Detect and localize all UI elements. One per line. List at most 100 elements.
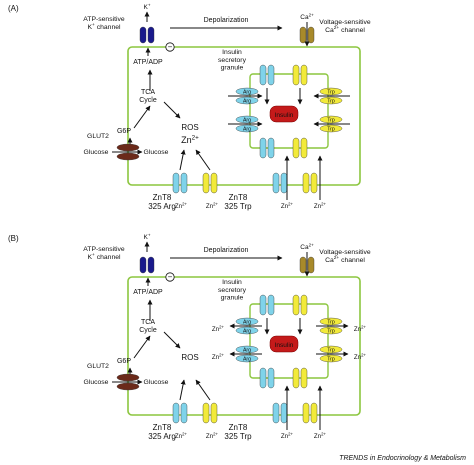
granule-arg-side-1 [235, 87, 259, 105]
atp-adp-label: ATP/ADP [133, 59, 163, 66]
znt8-trp-right-subunit-right [310, 172, 318, 194]
granule-arg-side-1-bottom [235, 326, 259, 335]
znt8-arg-subunit-right [180, 402, 188, 424]
znt8-arg-right-subunit-right [280, 402, 288, 424]
arg-label-2a: Arg [243, 118, 251, 124]
granule-arg-side-2-top [235, 115, 259, 124]
ros-label: ROS [181, 353, 198, 362]
ca-channel-subunit-left [299, 256, 307, 274]
glut2-subunit-top [116, 143, 140, 152]
znt8-arg-transporter-right [272, 402, 288, 424]
glut2-subunit-bottom [116, 152, 140, 161]
trp-label-1a: Trp [327, 320, 335, 326]
znt8-trp-to-zn-arrow [195, 149, 211, 171]
granule-arg-top-left [259, 64, 267, 86]
g6p-to-tca-arrow [133, 105, 151, 129]
granule-arg-bottom-right [267, 367, 275, 389]
znt8-trp-subunit-left [202, 172, 210, 194]
panel-label: (B) [8, 234, 19, 243]
zn-small-label-right-arg: Zn2+ [281, 202, 294, 210]
granule-arg-top-right [267, 294, 275, 316]
granule-trp-bottom-right [300, 367, 308, 389]
granule-arg-side-1-bottom [235, 96, 259, 105]
glucose-inside-label: Glucose [144, 379, 169, 386]
granule-trp-side-1 [319, 317, 343, 335]
trp-label-2a: Trp [327, 348, 335, 354]
trp-label-1b: Trp [327, 329, 335, 335]
k-channel-subunit-left [139, 26, 147, 44]
depolarization-label: Depolarization [204, 17, 249, 24]
zn-left-label-2: Zn2+ [212, 353, 225, 361]
granule-arg-top-right [267, 64, 275, 86]
zn-small-label-right-trp: Zn2+ [314, 202, 327, 210]
granule-arg-side-1-top [235, 317, 259, 326]
insulin-core [269, 105, 299, 123]
granule-trp-side-2-top [319, 345, 343, 354]
tca-to-ros-arrow [163, 101, 181, 119]
granule-arg-side-1 [235, 317, 259, 335]
inhibition-circle [165, 272, 175, 282]
granule-arg-top [259, 294, 275, 316]
arg-label-2b: Arg [243, 127, 251, 133]
znt8-trp-subunit-left [202, 402, 210, 424]
glucose-outside-label: Glucose [84, 379, 109, 386]
granule-arg-bottom [259, 137, 275, 159]
znt8-arg-subunit-left [172, 172, 180, 194]
granule-arg-side-2-bottom [235, 124, 259, 133]
zn-small-label-arg: Zn2+ [175, 432, 188, 440]
trp-label-2b: Trp [327, 357, 335, 363]
granule-arg-side-2 [235, 115, 259, 133]
granule-trp-bottom-left [292, 367, 300, 389]
granule-arg-side-2 [235, 345, 259, 363]
zn-small-label-trp: Zn2+ [206, 432, 219, 440]
k-ion-label: K+ [144, 2, 151, 11]
znt8-arg-to-zn-arrow [179, 149, 186, 171]
arg-label-1a: Arg [243, 320, 251, 326]
granule-trp-side-1-top [319, 317, 343, 326]
atp-adp-label: ATP/ADP [133, 289, 163, 296]
panel-label: (A) [8, 4, 19, 13]
glucose-inside-label: Glucose [144, 149, 169, 156]
cell-membrane [127, 46, 361, 186]
ca-channel [299, 256, 315, 274]
granule-trp-top-right [300, 294, 308, 316]
zn-cytosol-label: Zn2+ [181, 134, 199, 145]
zn-left-label-1: Zn2+ [212, 325, 225, 333]
granule-arg-side-2-top [235, 345, 259, 354]
granule-trp-top [292, 294, 308, 316]
k-channel-subunit-left [139, 256, 147, 274]
granule-trp-side-2 [319, 345, 343, 363]
arg-label-1b: Arg [243, 329, 251, 335]
znt8-arg-transporter-right [272, 172, 288, 194]
znt8-arg-right-subunit-right [280, 172, 288, 194]
trp-label-1b: Trp [327, 99, 335, 105]
granule-trp-side-2-top [319, 115, 343, 124]
znt8-arg-subunit-right [180, 172, 188, 194]
trp-label-2a: Trp [327, 118, 335, 124]
glut2-label: GLUT2 [87, 363, 109, 370]
granule-arg-top-left [259, 294, 267, 316]
ca-channel-subunit-right [307, 26, 315, 44]
glut2-label: GLUT2 [87, 133, 109, 140]
granule-arg-side-2-bottom [235, 354, 259, 363]
insulin-label: Insulin [275, 342, 294, 349]
tca-to-ros-arrow [163, 331, 181, 349]
ros-label: ROS [181, 123, 198, 132]
granule-trp-bottom [292, 367, 308, 389]
zn-small-label-right-arg: Zn2+ [281, 432, 294, 440]
glut2-subunit-bottom [116, 382, 140, 391]
znt8-trp-subunit-right [210, 172, 218, 194]
insulin-core [269, 335, 299, 353]
ca-channel-subunit-right [307, 256, 315, 274]
zn-small-label-right-trp: Zn2+ [314, 432, 327, 440]
zn-small-label-trp: Zn2+ [206, 202, 219, 210]
g6p-label: G6P [117, 358, 131, 365]
